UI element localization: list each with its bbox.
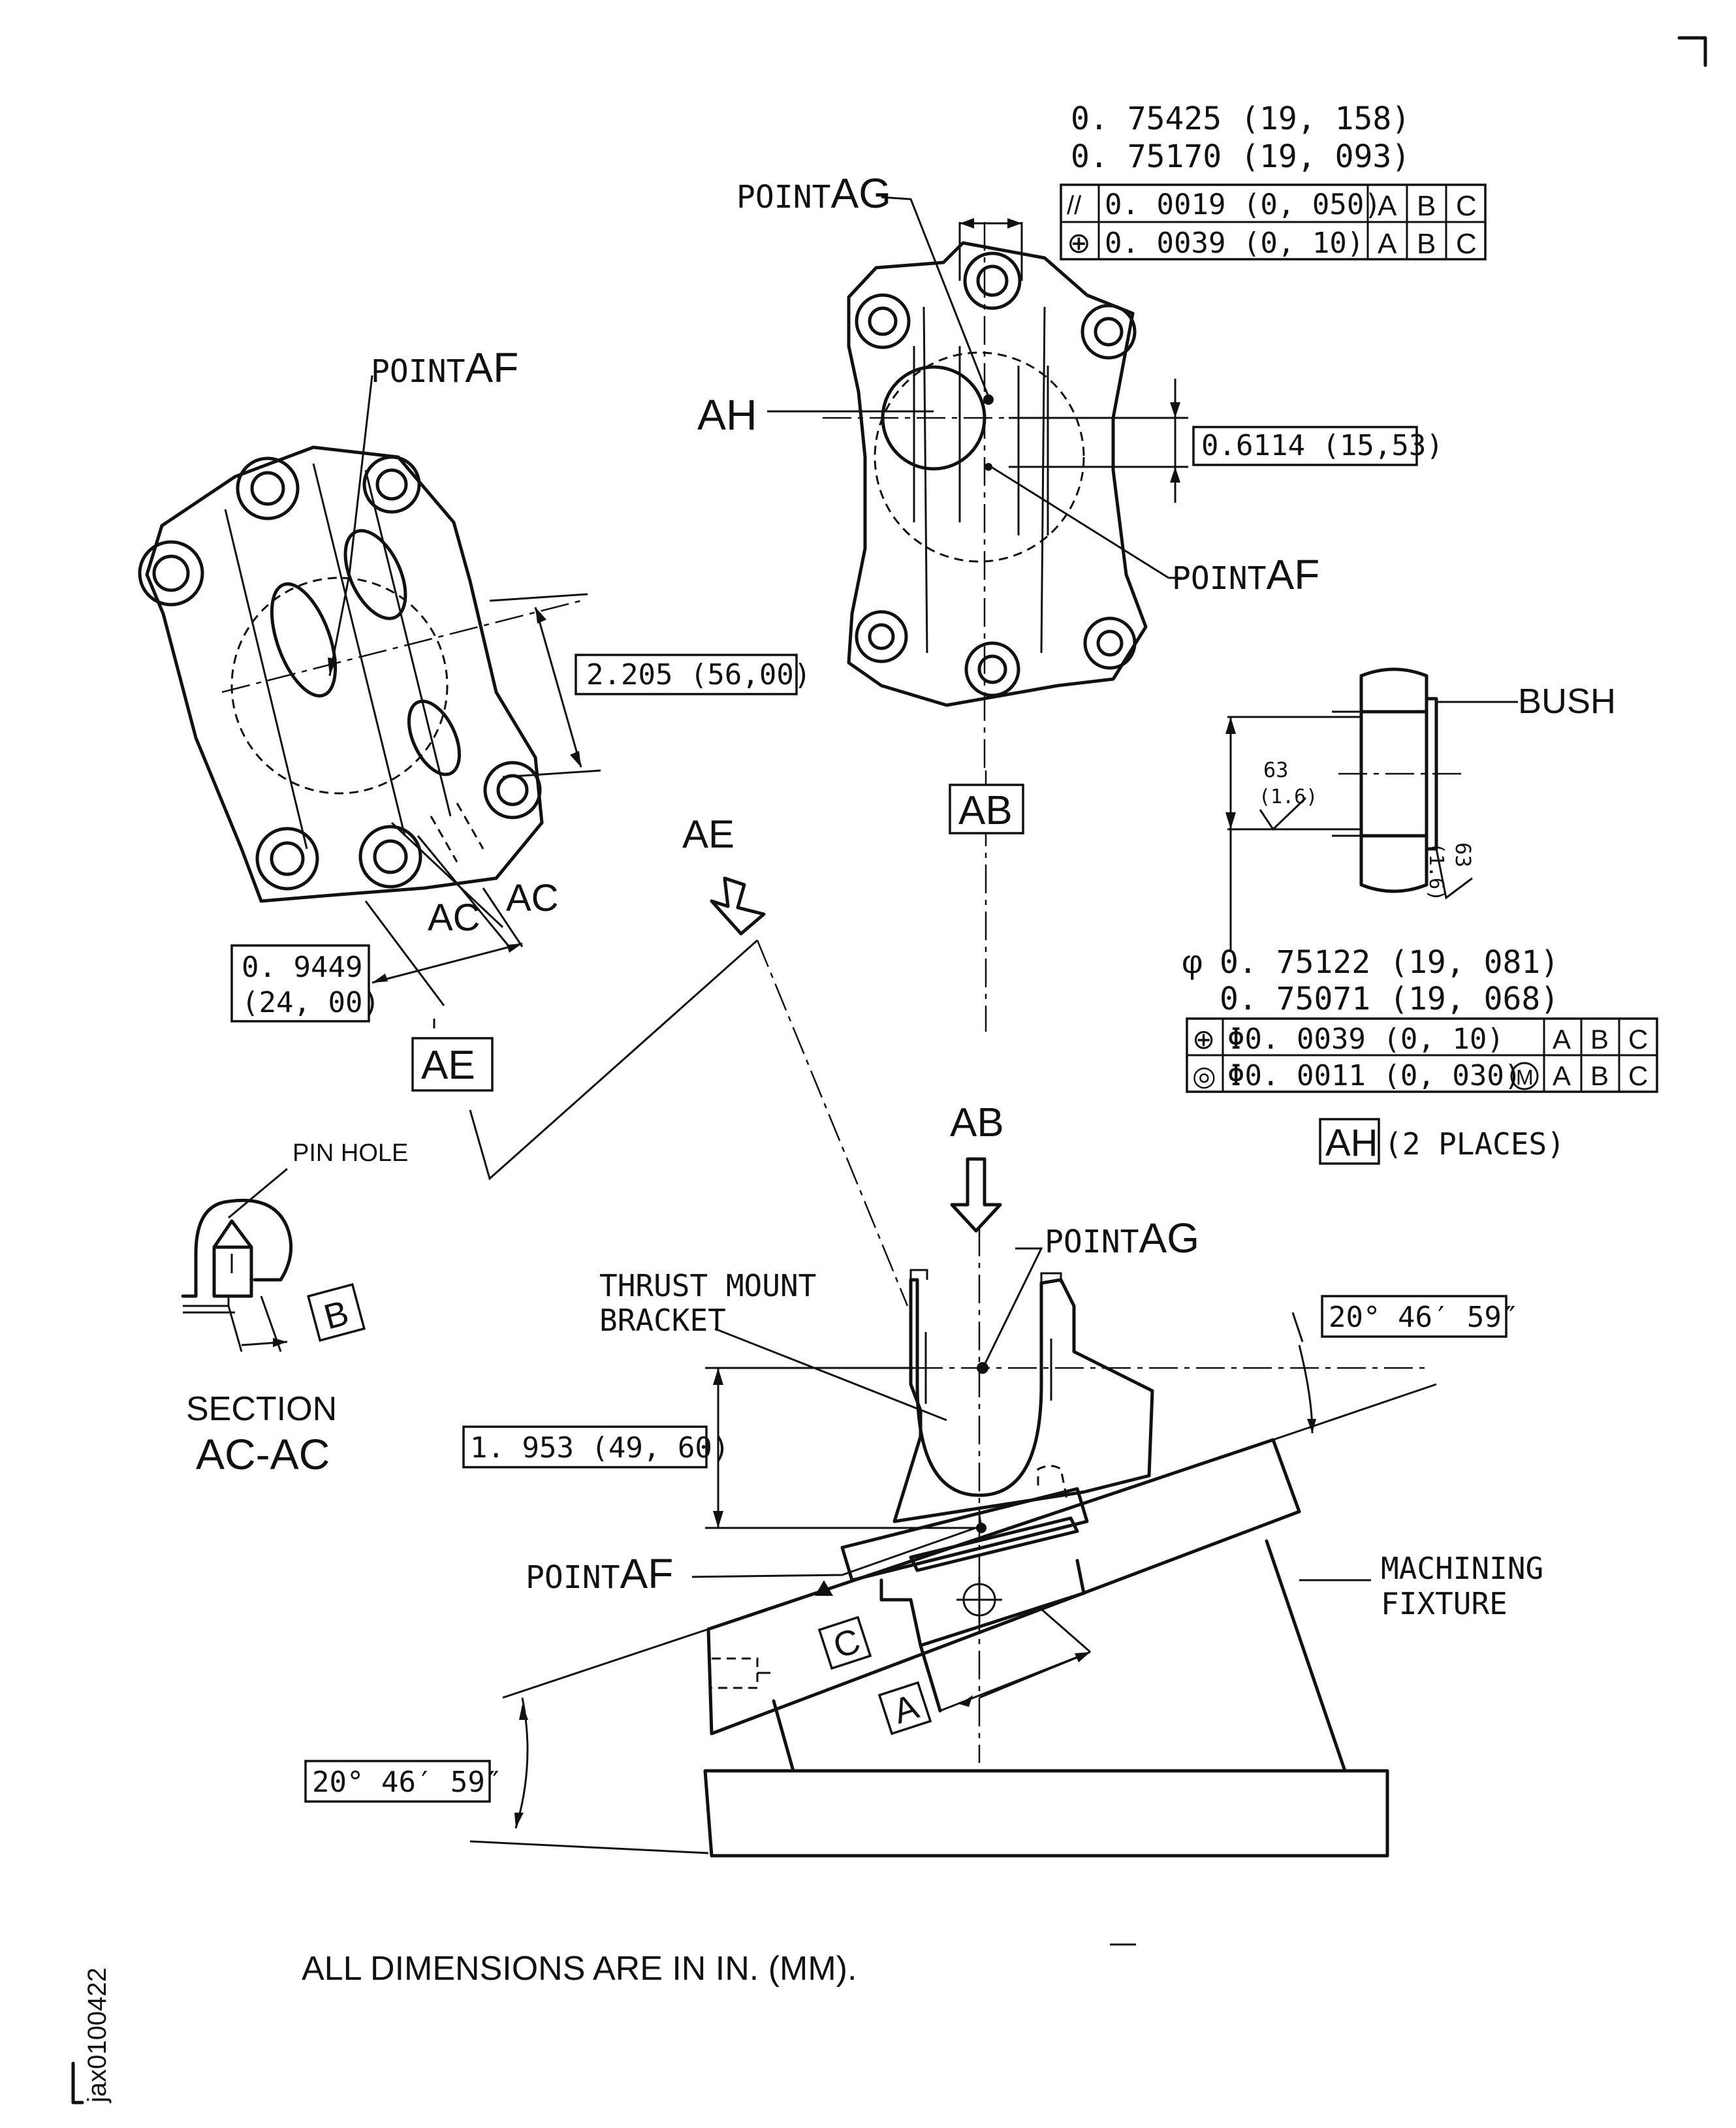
dim-06114: 0.6114 (15,53) bbox=[1201, 429, 1444, 462]
thrust-label-line1: THRUST MOUNT bbox=[599, 1268, 816, 1303]
fcf-top-datum-c1: C bbox=[1456, 190, 1477, 222]
fcf-bush-datum-c1: C bbox=[1628, 1024, 1648, 1055]
view-ab-bracket bbox=[767, 196, 1188, 1032]
position-symbol-bush: ⊕ bbox=[1192, 1024, 1215, 1055]
pin-hole-label: PIN HOLE bbox=[292, 1139, 408, 1167]
dim-top-lower: 0. 75170 (19, 093) bbox=[1071, 138, 1410, 175]
surface-finish-value: 63 bbox=[1263, 757, 1289, 782]
corner-mark bbox=[1677, 36, 1707, 67]
fcf-bush-datum-b1: B bbox=[1590, 1024, 1609, 1055]
fcf-top-datum-a2: A bbox=[1378, 228, 1397, 260]
fcf-top-datum-b2: B bbox=[1417, 228, 1436, 260]
view-ab-tag-text: AB bbox=[958, 788, 1013, 833]
point-af-label-ab: POINTAF bbox=[1172, 551, 1319, 598]
surface-finish-metric: (1.6) bbox=[1259, 786, 1318, 808]
angle-bottom-box bbox=[304, 1760, 491, 1803]
ah-tag bbox=[1319, 1118, 1380, 1165]
point-ag-marker bbox=[983, 394, 994, 405]
machining-label-line2: FIXTURE bbox=[1381, 1586, 1507, 1621]
point-ag-label-top: POINTAG bbox=[736, 170, 891, 217]
view-ae-tag bbox=[411, 1037, 494, 1092]
two-places-note: (2 PLACES) bbox=[1384, 1126, 1565, 1162]
point-ag-label-main: POINTAG bbox=[1045, 1215, 1199, 1262]
fcf-bush bbox=[1186, 1017, 1658, 1093]
bush-label: BUSH bbox=[1518, 682, 1616, 721]
figure-id: jax0100422 bbox=[83, 1967, 112, 2103]
view-ab-tag bbox=[949, 784, 1024, 834]
bush-detail bbox=[1225, 667, 1518, 950]
view-ae-bracket bbox=[138, 375, 601, 1006]
diameter-symbol: φ bbox=[1182, 944, 1203, 980]
concentricity-symbol: ◎ bbox=[1192, 1060, 1216, 1091]
datum-c-box bbox=[817, 1615, 872, 1670]
angle-bottom: 20° 46′ 59″ bbox=[312, 1766, 502, 1799]
dim-top-upper: 0. 75425 (19, 158) bbox=[1071, 101, 1410, 137]
fcf-top-datum-c2: C bbox=[1456, 228, 1477, 260]
section-label-line2: AC-AC bbox=[196, 1430, 330, 1478]
mmc-symbol: M bbox=[1516, 1066, 1534, 1089]
ae-view-arrow bbox=[710, 876, 766, 936]
dim-2205: 2.205 (56,00) bbox=[586, 658, 811, 691]
angle-top-box bbox=[1321, 1295, 1507, 1338]
view-ae-tag-text: AE bbox=[421, 1043, 475, 1088]
dim-09449-line2: (24, 00) bbox=[242, 986, 380, 1019]
thrust-label-line2: BRACKET bbox=[599, 1303, 726, 1338]
bush-dia-lower: 0. 75071 (19, 068) bbox=[1220, 981, 1559, 1017]
bush-dia-upper: 0. 75122 (19, 081) bbox=[1220, 944, 1559, 981]
section-label-line1: SECTION bbox=[186, 1390, 337, 1428]
fcf-top-datum-a1: A bbox=[1378, 190, 1397, 222]
fcf-top bbox=[1060, 183, 1487, 261]
dim-2205-box bbox=[575, 654, 798, 695]
fcf-bush-datum-c2: C bbox=[1628, 1060, 1648, 1091]
dim-1953-box bbox=[462, 1425, 708, 1469]
position-symbol-top: ⊕ bbox=[1067, 227, 1091, 259]
footer-note: ALL DIMENSIONS ARE IN IN. (MM). bbox=[302, 1950, 857, 1988]
ac-label-right: AC bbox=[506, 877, 559, 919]
ae-arrow-label: AE bbox=[682, 812, 734, 856]
dim-1953: 1. 953 (49, 60) bbox=[470, 1431, 729, 1465]
fcf-bush-position-value: Φ0. 0039 (0, 10) bbox=[1227, 1023, 1504, 1056]
fcf-top-datum-b1: B bbox=[1417, 190, 1436, 222]
fcf-position-value: 0. 0039 (0, 10) bbox=[1105, 227, 1364, 260]
ae-view-axis bbox=[756, 940, 909, 1307]
fcf-bush-datum-a2: A bbox=[1553, 1060, 1571, 1091]
fcf-bush-concentric-value: Φ0. 0011 (0, 030) bbox=[1227, 1059, 1521, 1092]
fcf-bush-datum-a1: A bbox=[1553, 1024, 1571, 1055]
surface-finish-metric-rot: (1.6) bbox=[1425, 842, 1447, 901]
dim-06114-box bbox=[1192, 426, 1418, 466]
angle-top: 20° 46′ 59″ bbox=[1329, 1301, 1519, 1334]
point-af-label-ae: POINTAF bbox=[371, 344, 518, 391]
dim-09449-box bbox=[230, 944, 370, 1023]
fixture-assembly bbox=[469, 1228, 1437, 1858]
parallelism-symbol: // bbox=[1067, 191, 1082, 220]
mmc-circle bbox=[1510, 1062, 1539, 1090]
ah-label: AH bbox=[697, 390, 757, 439]
ah-tag-text: AH bbox=[1325, 1122, 1378, 1164]
datum-c-triangle bbox=[815, 1580, 833, 1596]
point-af-label-main: POINTAF bbox=[526, 1550, 673, 1597]
fcf-bush-datum-b2: B bbox=[1590, 1060, 1609, 1091]
surface-finish-value-rot: 63 bbox=[1451, 842, 1476, 868]
dim-09449-line1: 0. 9449 bbox=[242, 951, 362, 984]
ab-arrow-label: AB bbox=[950, 1100, 1004, 1145]
point-af-marker bbox=[985, 463, 992, 471]
datum-a-box bbox=[877, 1681, 932, 1736]
ac-label-left: AC bbox=[428, 897, 481, 939]
machining-label-line1: MACHINING bbox=[1381, 1551, 1543, 1586]
datum-b-box bbox=[306, 1282, 366, 1342]
figure-id-bracket bbox=[71, 2061, 84, 2104]
fcf-parallel-value: 0. 0019 (0, 050) bbox=[1105, 188, 1381, 221]
ab-view-arrow bbox=[950, 1157, 1002, 1233]
section-ac-ac bbox=[181, 1167, 293, 1352]
ae-link-line bbox=[469, 939, 758, 1181]
